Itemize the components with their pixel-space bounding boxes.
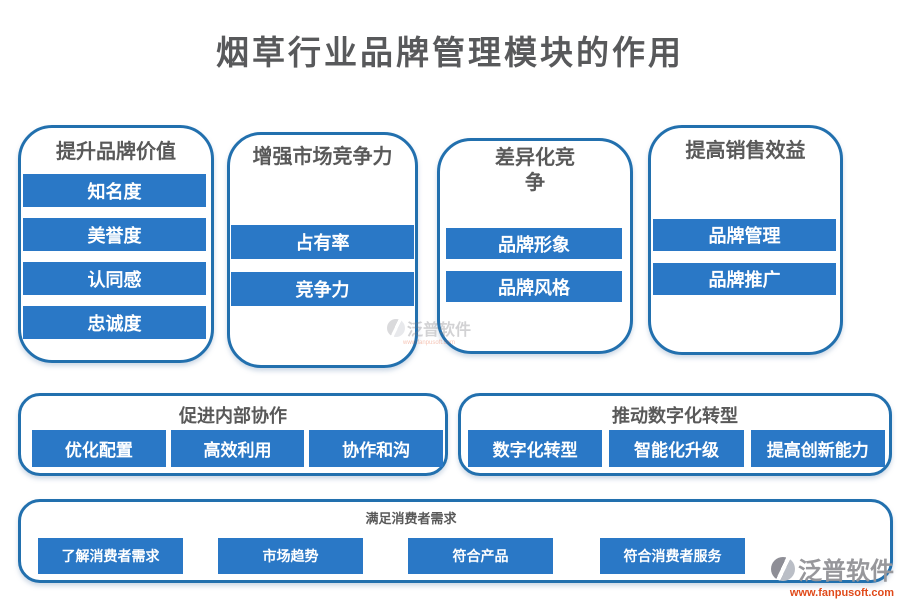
item-button: 高效利用 xyxy=(170,430,305,467)
item-button: 了解消费者需求 xyxy=(38,538,183,574)
card-internal-collaboration: 促进内部协作 优化配置 高效利用 协作和沟 xyxy=(18,393,448,476)
item-button: 竞争力 xyxy=(231,272,414,306)
card-title: 差异化竞争 xyxy=(495,147,575,194)
item-button: 认同感 xyxy=(23,262,206,295)
item-button: 提高创新能力 xyxy=(750,430,885,467)
fanpusoft-logo-icon xyxy=(771,556,795,581)
card-items: 品牌形象 品牌风格 xyxy=(446,228,622,302)
brand-logo: 泛普软件 www.fanpusoft.com xyxy=(771,551,894,599)
item-button: 优化配置 xyxy=(32,430,166,467)
card-title: 促进内部协作 xyxy=(179,406,287,426)
card-brand-value: 提升品牌价值 知名度 美誉度 认同感 忠诚度 xyxy=(18,125,214,363)
item-button: 品牌管理 xyxy=(653,219,836,251)
card-sales-benefit: 提高销售效益 品牌管理 品牌推广 xyxy=(648,125,843,355)
item-button: 协作和沟 xyxy=(309,430,444,467)
card-differentiated-competition: 差异化竞争 品牌形象 品牌风格 xyxy=(437,138,633,354)
card-items: 品牌管理 品牌推广 xyxy=(653,219,836,295)
card-title: 增强市场竞争力 xyxy=(252,146,393,168)
brand-url: www.fanpusoft.com xyxy=(789,587,894,599)
card-digital-transformation: 推动数字化转型 数字化转型 智能化升级 提高创新能力 xyxy=(458,393,892,476)
card-title: 满足消费者需求 xyxy=(365,511,457,526)
brand-name: 泛普软件 xyxy=(798,558,894,585)
card-items: 占有率 竞争力 xyxy=(231,225,414,306)
card-consumer-needs: 满足消费者需求 了解消费者需求 市场趋势 符合产品 符合消费者服务 xyxy=(18,499,893,583)
card-title: 提高销售效益 xyxy=(685,140,806,162)
item-button: 品牌风格 xyxy=(446,271,622,302)
card-market-competitiveness: 增强市场竞争力 占有率 竞争力 xyxy=(227,132,418,368)
item-button: 品牌推广 xyxy=(653,263,836,295)
item-button: 知名度 xyxy=(23,174,206,207)
item-button: 占有率 xyxy=(231,225,414,259)
item-button: 符合产品 xyxy=(408,538,553,574)
card-title: 提升品牌价值 xyxy=(56,141,176,163)
item-button: 智能化升级 xyxy=(609,430,744,467)
item-button: 忠诚度 xyxy=(23,306,206,339)
card-items: 数字化转型 智能化升级 提高创新能力 xyxy=(468,430,885,467)
card-items: 知名度 美誉度 认同感 忠诚度 xyxy=(23,174,206,339)
item-button: 符合消费者服务 xyxy=(600,538,745,574)
page-title: 烟草行业品牌管理模块的作用 xyxy=(216,34,684,71)
card-items: 优化配置 高效利用 协作和沟 xyxy=(32,430,444,467)
item-button: 品牌形象 xyxy=(446,228,622,259)
card-title: 推动数字化转型 xyxy=(612,406,738,426)
item-button: 市场趋势 xyxy=(218,538,363,574)
item-button: 美誉度 xyxy=(23,218,206,251)
item-button: 数字化转型 xyxy=(468,430,603,467)
